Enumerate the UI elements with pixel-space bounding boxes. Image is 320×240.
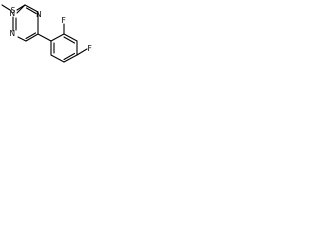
bond-c6-n1 bbox=[17, 36, 27, 42]
atom-nitrogen-n2: N bbox=[10, 9, 16, 18]
atom-nitrogen-n4: N bbox=[36, 10, 42, 19]
bond-n2-c3 bbox=[16, 4, 26, 14]
bond-ph4-ph5-inner bbox=[63, 52, 76, 61]
bond-c5-c6-inner bbox=[25, 32, 37, 40]
bond-methyl-sulfur bbox=[1, 4, 11, 11]
atom-fluorine-para: F bbox=[88, 44, 92, 53]
atom-nitrogen-n1: N bbox=[10, 29, 16, 38]
bond-ph2-ph3-inner bbox=[63, 36, 76, 44]
bond-ph2-ph3 bbox=[63, 33, 78, 42]
bond-c5-phenyl bbox=[37, 33, 52, 42]
bond-ph5-ph6 bbox=[50, 54, 65, 63]
bonds bbox=[1, 4, 88, 63]
bond-ph1-ph2 bbox=[50, 33, 65, 42]
bond-c3-n4-inner bbox=[25, 7, 37, 15]
atom-labels: S N N N F F bbox=[10, 6, 92, 53]
chemical-structure-diagram: S N N N F F bbox=[1, 4, 92, 63]
bond-ph4-fluorine bbox=[76, 48, 88, 56]
bond-c3-n4 bbox=[24, 4, 39, 13]
bond-ph4-ph5 bbox=[63, 54, 78, 63]
atom-sulfur: S bbox=[11, 6, 16, 15]
atom-fluorine-ortho: F bbox=[62, 16, 66, 25]
bond-c5-c6 bbox=[25, 33, 39, 42]
